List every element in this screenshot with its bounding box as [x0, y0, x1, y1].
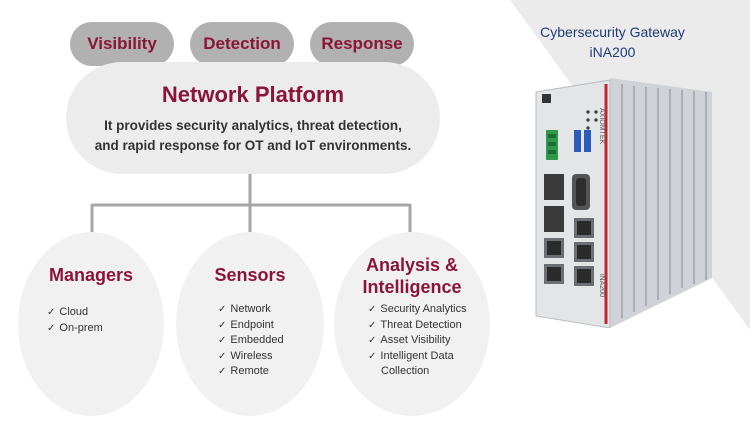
pill-label: Response: [321, 34, 403, 53]
check-icon: ✓: [368, 304, 377, 315]
analysis-title-line: Intelligence: [362, 277, 462, 297]
platform-description: It provides security analytics, threat d…: [66, 116, 440, 156]
list-item-label: Remote: [230, 365, 269, 377]
list-item-label: Endpoint: [230, 318, 274, 331]
managers-list: ✓Cloud ✓On-prem: [47, 305, 103, 336]
list-item-label: Security Analytics: [380, 303, 467, 315]
list-item-label-continued: Collection: [381, 365, 430, 377]
analysis-title-line: Analysis &: [365, 255, 459, 275]
usb-port: [574, 130, 581, 152]
pill-visibility: Visibility: [70, 22, 174, 66]
list-item-label: Intelligent Data: [380, 349, 454, 362]
check-icon: ✓: [218, 319, 227, 331]
list-item-label: Network: [230, 303, 271, 315]
sensors-circle: Sensors ✓Network ✓Endpoint ✓Embedded ✓Wi…: [176, 232, 324, 416]
platform-title: Network Platform: [161, 82, 345, 107]
sensors-title: Sensors: [214, 265, 286, 285]
list-item: ✓Security Analytics: [368, 302, 467, 318]
list-item-label: Asset Visibility: [380, 334, 451, 346]
sfp-port: [544, 174, 564, 200]
check-icon: ✓: [218, 304, 227, 315]
product-title-line: Cybersecurity Gateway: [540, 24, 685, 40]
analysis-list: ✓Security Analytics ✓Threat Detection ✓A…: [368, 302, 467, 379]
analysis-intelligence-circle: Analysis & Intelligence ✓Security Analyt…: [334, 232, 490, 416]
check-icon: ✓: [218, 366, 227, 377]
check-icon: ✓: [47, 307, 56, 318]
list-item: ✓Cloud: [47, 305, 103, 321]
list-item-label: Wireless: [230, 349, 273, 362]
list-item: ✓Embedded: [218, 333, 284, 349]
network-platform-box: Network Platform It provides security an…: [66, 62, 440, 174]
list-item-label: On-prem: [59, 321, 103, 334]
sfp-port: [544, 206, 564, 232]
list-item: ✓Network: [218, 302, 284, 318]
check-icon: ✓: [218, 350, 227, 362]
check-icon: ✓: [47, 322, 56, 334]
product-model-line: iNA200: [589, 44, 636, 60]
product-title: Cybersecurity Gateway iNA200: [520, 22, 705, 62]
list-item-label: Embedded: [230, 334, 284, 346]
analysis-title: Analysis & Intelligence: [334, 254, 490, 298]
sensors-list: ✓Network ✓Endpoint ✓Embedded ✓Wireless ✓…: [218, 302, 284, 380]
list-item: ✓Asset Visibility: [368, 333, 467, 349]
platform-description-line: and rapid response for OT and IoT enviro…: [94, 138, 412, 153]
platform-description-line: It provides security analytics, threat d…: [104, 118, 402, 133]
list-item: ✓Wireless: [218, 349, 284, 365]
check-icon: ✓: [368, 350, 377, 362]
check-icon: ✓: [218, 335, 227, 346]
pill-detection: Detection: [190, 22, 294, 66]
pill-response: Response: [310, 22, 414, 66]
pill-label: Detection: [203, 34, 281, 53]
managers-title: Managers: [48, 265, 134, 285]
check-icon: ✓: [368, 335, 377, 346]
usb-port: [584, 130, 591, 152]
list-item: ✓Threat Detection: [368, 318, 467, 334]
gateway-device-image: AXIOMTEK iNA200: [535, 78, 712, 328]
check-icon: ✓: [368, 319, 377, 331]
pill-label: Visibility: [87, 34, 157, 53]
model-label: iNA200: [598, 274, 605, 297]
list-item: ✓Endpoint: [218, 318, 284, 334]
list-item: ✓On-prem: [47, 321, 103, 337]
heatsink-fins: [610, 78, 712, 328]
brand-logo-icon: [542, 94, 551, 103]
managers-circle: Managers ✓Cloud ✓On-prem: [18, 232, 164, 416]
list-item-label: Cloud: [59, 306, 89, 318]
ethernet-ports: [544, 218, 594, 286]
list-item-label: Threat Detection: [380, 318, 462, 331]
brand-label: AXIOMTEK: [598, 108, 605, 145]
list-item: ✓Remote: [218, 364, 284, 380]
